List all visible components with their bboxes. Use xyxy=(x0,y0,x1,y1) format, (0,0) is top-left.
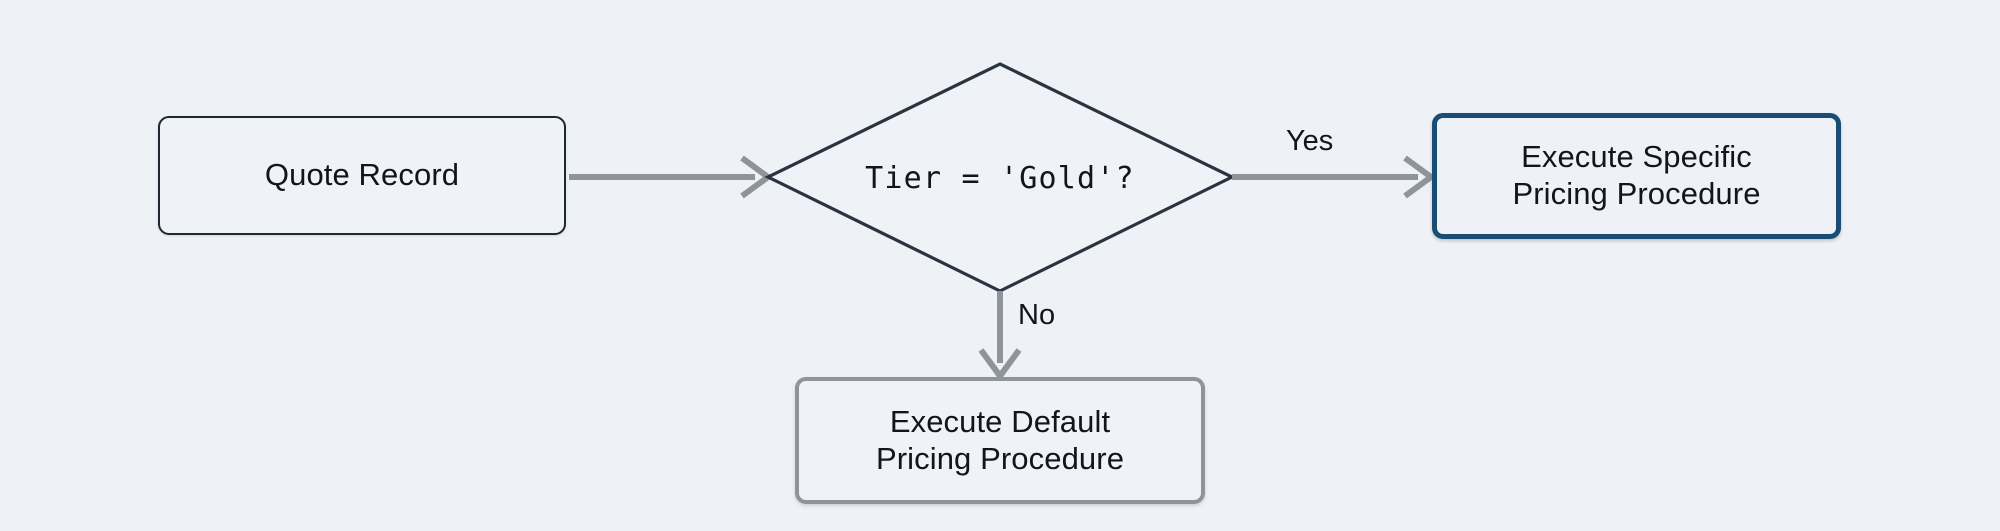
edge-quote-to-decision xyxy=(569,155,774,199)
node-quote-record[interactable]: Quote Record xyxy=(158,116,566,235)
edge-label-no: No xyxy=(1018,299,1056,331)
arrowhead-decision-yes xyxy=(1403,155,1437,199)
edge-decision-yes xyxy=(1232,155,1437,199)
arrowhead-decision-no xyxy=(978,348,1022,382)
node-execute-default[interactable]: Execute Default Pricing Procedure xyxy=(795,377,1205,504)
edge-decision-no xyxy=(978,291,1022,382)
node-execute-specific-label: Execute Specific Pricing Procedure xyxy=(1512,139,1761,211)
node-tier-decision-label: Tier = 'Gold'? xyxy=(865,160,1135,196)
node-tier-decision[interactable]: Tier = 'Gold'? xyxy=(768,64,1232,291)
edge-label-yes: Yes xyxy=(1286,125,1334,157)
node-execute-default-label: Execute Default Pricing Procedure xyxy=(875,403,1125,476)
node-quote-record-label: Quote Record xyxy=(264,157,460,193)
node-execute-specific[interactable]: Execute Specific Pricing Procedure xyxy=(1432,113,1841,239)
